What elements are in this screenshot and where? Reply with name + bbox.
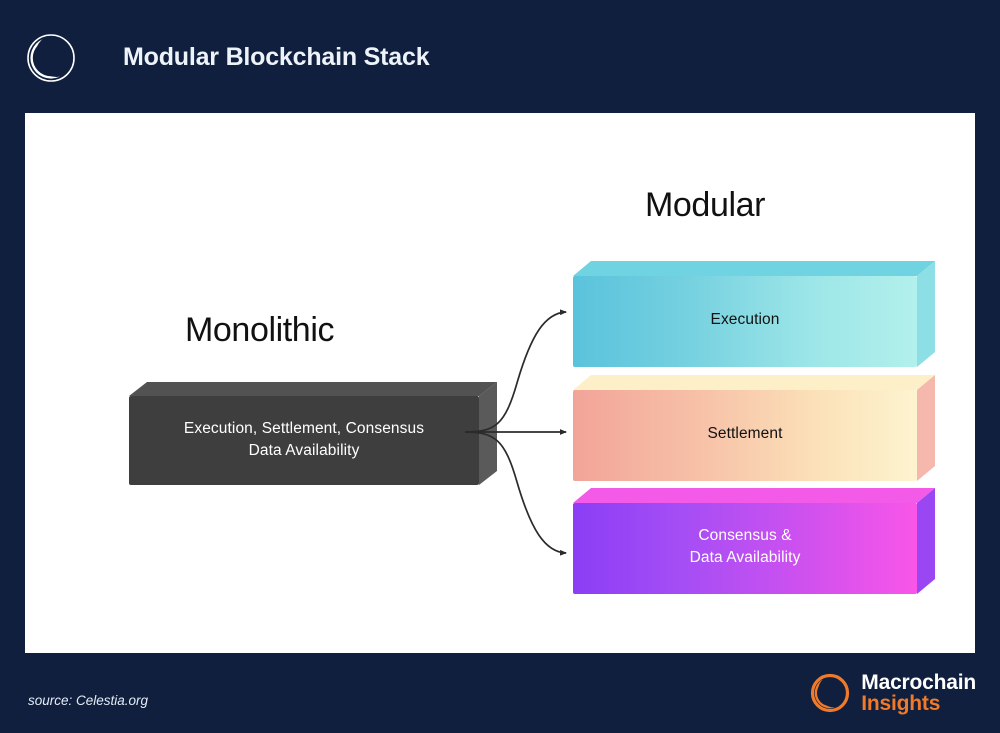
settlement-block-front-face <box>573 390 917 481</box>
monolithic-block-front-face <box>129 396 479 485</box>
settlement-block-top-face <box>573 375 935 481</box>
footer-brand-line2: Insights <box>861 692 941 716</box>
crescent-ring-icon <box>810 673 850 713</box>
diagram-card: Monolithic Modular Execution, Settlement… <box>25 113 975 653</box>
consensus-block-top-face <box>573 488 935 594</box>
page-title: Modular Blockchain Stack <box>123 43 430 71</box>
monolithic-block[interactable]: Execution, Settlement, Consensus Data Av… <box>129 382 497 485</box>
footer-brand-text: Macrochain Insights <box>861 672 976 715</box>
header-bar: Modular Blockchain Stack <box>0 0 1000 113</box>
source-note: source: Celestia.org <box>28 693 149 708</box>
modular-heading: Modular <box>645 186 766 224</box>
monolithic-heading: Monolithic <box>185 311 335 349</box>
modular-layer-settlement[interactable]: Settlement <box>573 375 935 481</box>
execution-block-front-face <box>573 276 917 367</box>
execution-block-top-face <box>573 261 935 367</box>
footer-branding: Macrochain Insights <box>810 672 976 715</box>
crescent-ring-icon <box>25 32 77 84</box>
modular-layer-consensus[interactable]: Consensus & Data Availability <box>573 488 935 594</box>
footer-brand-line1: Macrochain <box>861 671 976 694</box>
consensus-block-front-face <box>573 503 917 594</box>
modular-layer-execution[interactable]: Execution <box>573 261 935 367</box>
